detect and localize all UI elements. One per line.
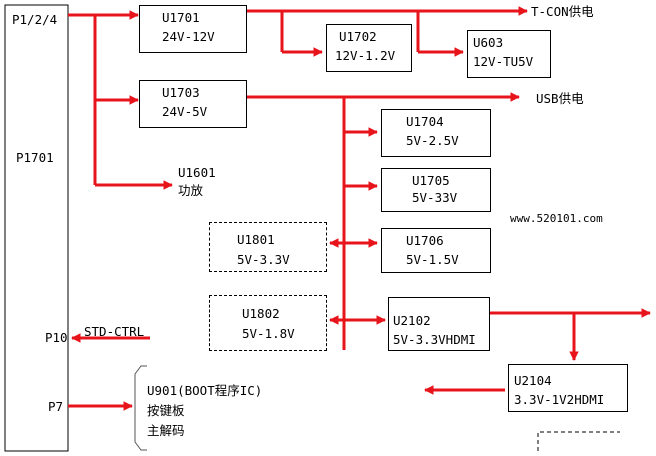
module-desc: 5V-1.8V <box>242 326 295 341</box>
module-id: U1801 <box>237 232 275 247</box>
module-desc: 12V-1.2V <box>335 48 396 63</box>
amp-id-label: U1601 <box>178 165 216 180</box>
module-id: U1703 <box>162 85 200 100</box>
module-desc: 12V-TU5V <box>473 54 534 69</box>
module-u1802: U1802 5V-1.8V <box>209 295 327 351</box>
module-id: U1702 <box>339 29 377 44</box>
tcon-power-label: T-CON供电 <box>531 4 594 19</box>
module-u1703: U1703 24V-5V <box>139 80 247 128</box>
partial-dashed-box <box>537 431 620 451</box>
module-desc: 5V-33V <box>412 190 458 205</box>
module-desc: 5V-3.3V <box>237 252 290 267</box>
module-u1705: U1705 5V-33V <box>381 168 491 212</box>
module-u603: U603 12V-TU5V <box>467 30 551 78</box>
std-ctrl-label: STD-CTRL <box>84 324 145 339</box>
pin-p10-label: P10 <box>45 330 68 345</box>
module-id: U1706 <box>406 233 444 248</box>
module-desc: 24V-12V <box>162 29 215 44</box>
module-u1704: U1704 5V-2.5V <box>381 109 491 157</box>
amp-desc-label: 功放 <box>178 183 204 198</box>
u901-label: U901(BOOT程序IC) <box>147 383 263 398</box>
module-desc: 5V-3.3VHDMI <box>393 332 476 347</box>
module-id: U1802 <box>242 306 280 321</box>
module-desc: 5V-2.5V <box>406 133 459 148</box>
module-u1701: U1701 24V-12V <box>139 5 247 53</box>
watermark-text: www.520101.com <box>510 212 603 225</box>
module-id: U2102 <box>393 313 431 328</box>
module-u1706: U1706 5V-1.5V <box>381 228 491 273</box>
u901-bracket <box>134 365 147 451</box>
connector-p1701-body <box>4 4 69 452</box>
usb-power-label: USB供电 <box>536 91 584 106</box>
module-u1801: U1801 5V-3.3V <box>209 222 327 272</box>
module-id: U1704 <box>406 114 444 129</box>
keyboard-label: 按键板 <box>147 403 185 418</box>
connector-pins-label: P1/2/4 <box>12 12 58 27</box>
module-id: U2104 <box>514 373 552 388</box>
module-u1702: U1702 12V-1.2V <box>326 24 412 72</box>
module-desc: 3.3V-1V2HDMI <box>514 392 605 407</box>
module-u2102: U2102 5V-3.3VHDMI <box>388 297 490 351</box>
module-desc: 5V-1.5V <box>406 252 459 267</box>
module-u2104: U2104 3.3V-1V2HDMI <box>508 364 628 412</box>
module-id: U1705 <box>412 173 450 188</box>
decoder-label: 主解码 <box>147 423 185 438</box>
pin-p7-label: P7 <box>48 399 64 414</box>
module-desc: 24V-5V <box>162 104 208 119</box>
module-id: U1701 <box>162 10 200 25</box>
connector-id-label: P1701 <box>16 150 54 165</box>
module-id: U603 <box>473 35 504 50</box>
